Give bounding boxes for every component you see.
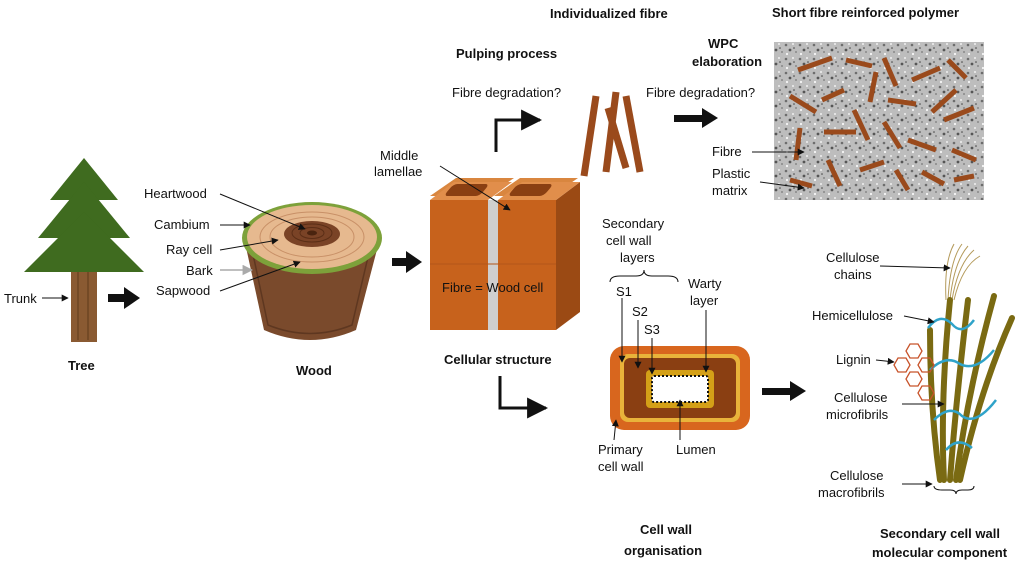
molecular-component-illustration xyxy=(893,243,1015,483)
lignin-rings xyxy=(893,343,935,401)
microfibrils-label-line1: Cellulose xyxy=(834,390,887,405)
warty-layer-label-line1: Warty xyxy=(688,276,722,291)
middle-lamellae-label-line1: Middle xyxy=(380,148,418,163)
heartwood-pointer xyxy=(219,193,306,230)
fibre-wood-cell-label: Fibre = Wood cell xyxy=(442,280,543,295)
secondary-layers-brace xyxy=(609,269,679,283)
primary-cell-wall-label-line1: Primary xyxy=(598,442,643,457)
tree-foliage-top xyxy=(50,158,118,200)
cellulose-microfibrils xyxy=(927,293,1015,483)
embedded-fibres xyxy=(788,55,977,192)
wood-cell-front-left xyxy=(430,200,488,330)
plastic-matrix-label-line1: Plastic xyxy=(712,166,751,181)
warty-layer-label-line2: layer xyxy=(690,293,719,308)
hemicellulose-label: Hemicellulose xyxy=(812,308,893,323)
tree-trunk xyxy=(71,270,97,342)
hemicellulose-strands xyxy=(927,317,997,451)
cell-wall-title-line1: Cell wall xyxy=(640,522,692,537)
sfrp-composite-panel xyxy=(774,42,984,200)
cambium-label: Cambium xyxy=(154,217,210,232)
plastic-matrix-pointer xyxy=(759,181,805,191)
s3-label: S3 xyxy=(644,322,660,337)
lumen xyxy=(651,375,709,403)
fibre-label: Fibre xyxy=(712,144,742,159)
wood-cell-front-right xyxy=(498,200,556,330)
secondary-title-line1: Secondary cell wall xyxy=(880,526,1000,541)
wood-log-illustration xyxy=(242,202,382,340)
sfrp-title: Short fibre reinforced polymer xyxy=(772,5,959,20)
bark-label: Bark xyxy=(186,263,213,278)
wpc-title-line2: elaboration xyxy=(692,54,762,69)
wood-title: Wood xyxy=(296,363,332,378)
wpc-title-line1: WPC xyxy=(708,36,739,51)
cellulose-chains-label-line1: Cellulose xyxy=(826,250,879,265)
sapwood-label: Sapwood xyxy=(156,283,210,298)
secondary-layers-label-line3: layers xyxy=(620,250,655,265)
pulping-branch-arrow xyxy=(494,109,543,152)
lignin-label: Lignin xyxy=(836,352,871,367)
lignin-pointer xyxy=(875,357,895,365)
tree-illustration xyxy=(24,158,144,342)
macrofibrils-brace xyxy=(933,485,975,495)
fibre-degradation-label-2: Fibre degradation? xyxy=(646,85,755,100)
heartwood-label: Heartwood xyxy=(144,186,207,201)
flow-arrow-tree-to-wood xyxy=(108,287,140,309)
pulping-process-title: Pulping process xyxy=(456,46,557,61)
lumen-label: Lumen xyxy=(676,442,716,457)
secondary-layers-label-line1: Secondary xyxy=(602,216,665,231)
wood-cell-blocks xyxy=(430,178,580,330)
macrofibrils-label-line2: macrofibrils xyxy=(818,485,885,500)
s1-label: S1 xyxy=(616,284,632,299)
microfibrils-label-line2: microfibrils xyxy=(826,407,889,422)
tree-foliage-bottom xyxy=(24,212,144,272)
plastic-matrix-label-line2: matrix xyxy=(712,183,748,198)
middle-lamellae-label-line2: lamellae xyxy=(374,164,422,179)
cellular-structure-title: Cellular structure xyxy=(444,352,552,367)
cellular-branch-arrow xyxy=(498,376,549,419)
fibre-degradation-label-1: Fibre degradation? xyxy=(452,85,561,100)
cell-wall-title-line2: organisation xyxy=(624,543,702,558)
cellulose-chains-label-line2: chains xyxy=(834,267,872,282)
middle-lamellae-pointer xyxy=(439,165,511,211)
tree-title: Tree xyxy=(68,358,95,373)
individualized-fibres xyxy=(580,91,644,177)
sapwood-pointer xyxy=(219,260,301,292)
flow-arrow-wood-to-cells xyxy=(392,251,422,273)
hemicellulose-pointer xyxy=(903,315,935,325)
primary-cell-wall-label-line2: cell wall xyxy=(598,459,644,474)
ray-cell-pointer xyxy=(219,237,279,251)
primary-cell-wall-pointer xyxy=(611,419,619,441)
cellulose-chains xyxy=(945,243,981,301)
tree-foliage-middle xyxy=(38,182,130,238)
ray-cell-label: Ray cell xyxy=(166,242,212,257)
secondary-layers-label-line2: cell wall xyxy=(606,233,652,248)
secondary-title-line2: molecular component xyxy=(872,545,1008,560)
cellulose-chains-pointer xyxy=(879,264,951,272)
trunk-label: Trunk xyxy=(4,291,37,306)
flow-arrow-fibre-to-wpc xyxy=(674,108,718,128)
individualized-fibre-title: Individualized fibre xyxy=(550,6,668,21)
s2-label: S2 xyxy=(632,304,648,319)
flow-arrow-cellwall-to-molecular xyxy=(762,381,806,401)
macrofibrils-label-line1: Cellulose xyxy=(830,468,883,483)
